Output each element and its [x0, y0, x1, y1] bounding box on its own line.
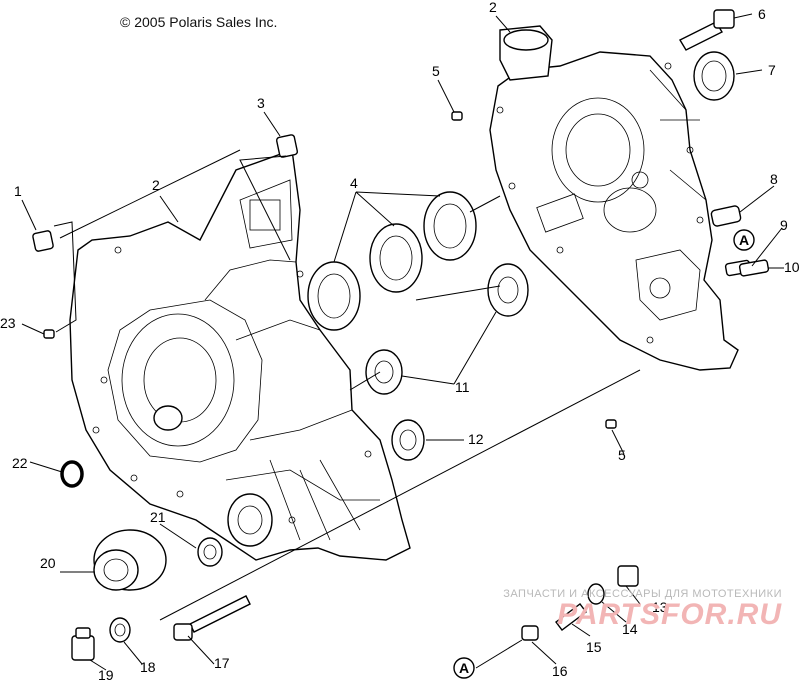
- callout-13: 13: [652, 599, 668, 615]
- bearing-11-pair: [365, 263, 529, 395]
- bolt-13: [617, 565, 639, 587]
- callout-16: 16: [552, 663, 568, 679]
- dowel-3: [275, 134, 299, 158]
- washer-21: [197, 537, 223, 567]
- callout-2-right: 2: [489, 0, 497, 15]
- callout-9: 9: [780, 217, 788, 233]
- callout-4: 4: [350, 175, 358, 191]
- callout-12: 12: [468, 431, 484, 447]
- watermark-logo: PARTSFOR.RU: [557, 598, 782, 631]
- sleeve-8: [710, 205, 742, 227]
- reference-a-top: A: [733, 229, 755, 251]
- pin-5-bottom: [605, 419, 617, 429]
- washer-18: [109, 617, 131, 643]
- callout-15: 15: [586, 639, 602, 655]
- callout-7: 7: [768, 62, 776, 78]
- reference-a-bottom: A: [453, 657, 475, 679]
- callout-10: 10: [784, 259, 800, 275]
- reference-a-top-label: A: [739, 232, 749, 248]
- bearing-12: [391, 419, 425, 461]
- watermark-tagline: ЗАПЧАСТИ И АКСЕССУАРЫ ДЛЯ МОТОТЕХНИКИ: [503, 588, 782, 600]
- spring-15: [555, 603, 587, 631]
- callout-6: 6: [758, 6, 766, 22]
- left-crankcase-half: [69, 149, 411, 561]
- callout-23: 23: [0, 315, 16, 331]
- plug-19: [71, 627, 95, 661]
- callout-22: 22: [12, 455, 28, 471]
- pin-5-top: [451, 111, 463, 121]
- assembly-lines: [59, 149, 641, 621]
- pulley-20: [93, 529, 167, 591]
- washer-14: [587, 583, 605, 605]
- callout-19: 19: [98, 667, 114, 682]
- callout-14: 14: [622, 621, 638, 637]
- callout-2-left: 2: [152, 177, 160, 193]
- bolt-6: [679, 9, 735, 51]
- bolt-17: [173, 595, 251, 641]
- pin-23: [43, 329, 55, 339]
- fitting-10: [738, 259, 770, 277]
- callout-5-top: 5: [432, 63, 440, 79]
- watermark: ЗАПЧАСТИ И АКСЕССУАРЫ ДЛЯ МОТОТЕХНИКИ PA…: [503, 588, 782, 632]
- reference-a-bottom-label: A: [459, 660, 469, 676]
- right-crankcase-half: [489, 25, 739, 371]
- leader-lines: [21, 13, 784, 671]
- callout-1: 1: [14, 183, 22, 199]
- copyright-notice: © 2005 Polaris Sales Inc.: [120, 14, 278, 30]
- dowel-pin-1: [32, 230, 54, 252]
- callout-8: 8: [770, 171, 778, 187]
- oil-seal-7: [693, 51, 735, 101]
- o-ring-22: [60, 460, 84, 488]
- bearing-4-large-group: [307, 191, 477, 331]
- callout-3: 3: [257, 95, 265, 111]
- callout-5-bottom: 5: [618, 447, 626, 463]
- callout-17: 17: [214, 655, 230, 671]
- callout-18: 18: [140, 659, 156, 675]
- callout-20: 20: [40, 555, 56, 571]
- callout-11: 11: [455, 379, 470, 395]
- callout-21: 21: [150, 509, 166, 525]
- plug-16: [521, 625, 539, 641]
